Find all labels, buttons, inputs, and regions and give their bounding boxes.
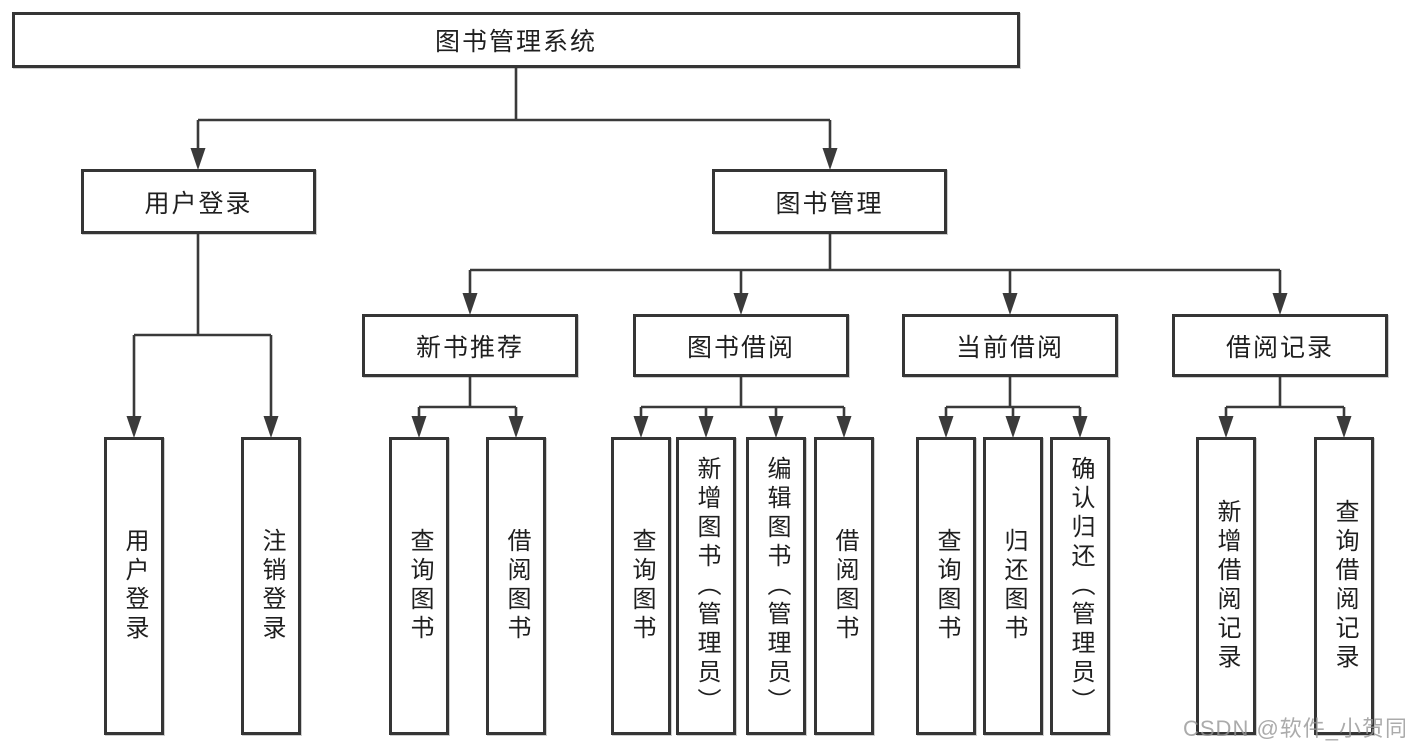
node-label: 查询图书: [628, 528, 655, 644]
connector-root: [196, 68, 832, 150]
arrowhead: [263, 416, 279, 438]
csdn-watermark: CSDN @软件_小贺同学: [1183, 716, 1405, 741]
arrowhead: [1218, 416, 1234, 438]
arrowhead: [508, 416, 524, 438]
connector-borrowing-records: [1224, 377, 1346, 420]
node-label: 借阅图书: [503, 528, 530, 644]
node-label: 查询借阅记录: [1331, 499, 1358, 673]
arrowhead: [1002, 293, 1018, 315]
arrowhead: [411, 416, 427, 438]
connector-current-borrowing: [944, 377, 1082, 420]
node-label: 新书推荐: [415, 333, 524, 362]
leaf-borrow-books-recommend: 借阅图书: [486, 437, 546, 735]
leaf-query-books-borrow: 查询图书: [611, 437, 671, 735]
node-label: 注销登录: [258, 528, 285, 644]
connector-book-management: [468, 234, 1282, 296]
node-new-book-recommendation: 新书推荐: [362, 314, 578, 377]
node-label: 图书管理: [775, 189, 884, 218]
node-label: 图书管理系统: [434, 28, 597, 56]
node-current-borrowing: 当前借阅: [902, 314, 1118, 377]
leaf-query-borrow-record: 查询借阅记录: [1314, 437, 1374, 735]
node-library-system: 图书管理系统: [12, 12, 1020, 68]
arrowhead: [938, 416, 954, 438]
node-book-management: 图书管理: [712, 169, 947, 234]
node-label: 查询图书: [406, 528, 433, 644]
arrowhead: [1072, 416, 1088, 438]
node-label: 编辑图书（管理员）: [763, 455, 790, 717]
arrowhead: [1005, 416, 1021, 438]
node-label: 图书借阅: [686, 333, 795, 362]
connector-book-borrowing: [639, 377, 846, 420]
arrowhead: [1272, 293, 1288, 315]
node-label: 用户登录: [144, 189, 253, 218]
arrowhead: [190, 148, 206, 170]
node-user-login: 用户登录: [81, 169, 316, 234]
connector-user-login: [132, 234, 273, 420]
node-label: 归还图书: [1000, 528, 1027, 644]
leaf-logout-login: 注销登录: [241, 437, 301, 735]
arrowhead: [1336, 416, 1352, 438]
connector-new-book-recommendation: [417, 377, 518, 420]
node-label: 用户登录: [121, 528, 148, 644]
leaf-query-books-current: 查询图书: [916, 437, 976, 735]
node-label: 当前借阅: [955, 333, 1064, 362]
leaf-add-borrow-record: 新增借阅记录: [1196, 437, 1256, 735]
arrowhead: [698, 416, 714, 438]
node-label: 确认归还（管理员）: [1067, 455, 1094, 717]
arrowhead: [836, 416, 852, 438]
leaf-borrow-books: 借阅图书: [814, 437, 874, 735]
node-borrowing-records: 借阅记录: [1172, 314, 1388, 377]
leaf-confirm-return-admin: 确认归还（管理员）: [1050, 437, 1110, 735]
arrowhead: [126, 416, 142, 438]
leaf-add-books-admin: 新增图书（管理员）: [676, 437, 736, 735]
leaf-query-books-recommend: 查询图书: [389, 437, 449, 735]
arrowhead: [733, 293, 749, 315]
node-label: 新增图书（管理员）: [693, 455, 720, 717]
arrowheads: [126, 148, 1352, 438]
node-label: 借阅记录: [1225, 333, 1334, 362]
node-book-borrowing: 图书借阅: [633, 314, 849, 377]
leaf-return-books: 归还图书: [983, 437, 1043, 735]
node-label: 查询图书: [933, 528, 960, 644]
leaf-edit-books-admin: 编辑图书（管理员）: [746, 437, 806, 735]
arrowhead: [822, 148, 838, 170]
arrowhead: [768, 416, 784, 438]
node-label: 新增借阅记录: [1213, 499, 1240, 673]
leaf-user-login: 用户登录: [104, 437, 164, 735]
node-label: 借阅图书: [831, 528, 858, 644]
arrowhead: [633, 416, 649, 438]
arrowhead: [462, 293, 478, 315]
